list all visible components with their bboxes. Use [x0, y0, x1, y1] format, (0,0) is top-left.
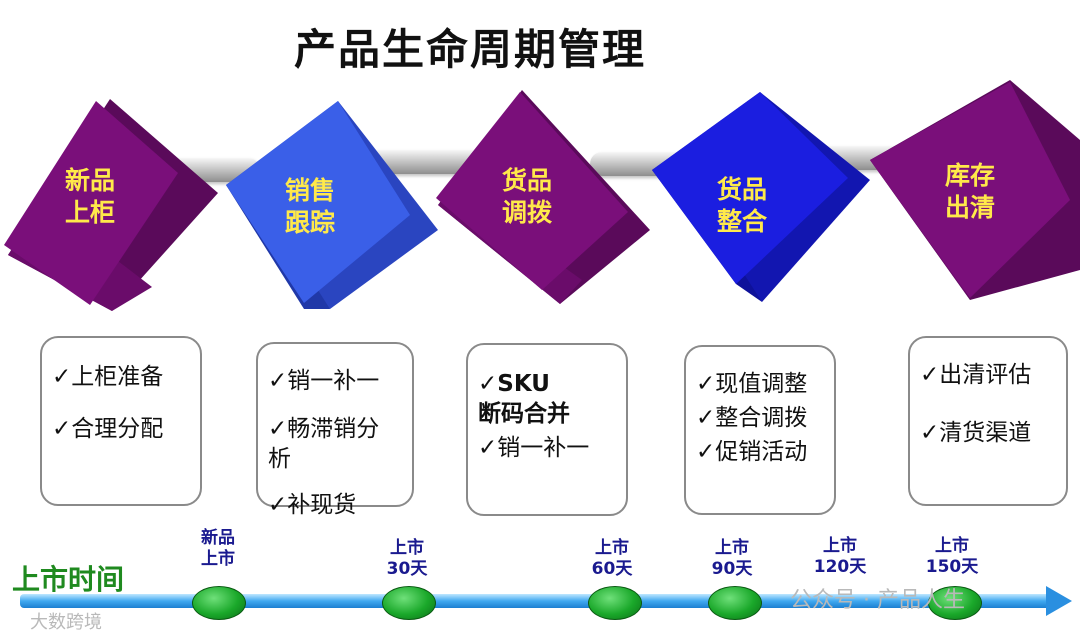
- stage-cube-sales-tracking: 销售 跟踪: [220, 95, 440, 315]
- stage-cube-new-product: 新品 上柜: [0, 95, 220, 315]
- milestone-label: 上市 30天: [386, 538, 428, 579]
- card-item: ✓SKU 断码合并: [478, 371, 570, 427]
- timeline-arrow: [20, 594, 1060, 608]
- card-item: ✓上柜准备: [52, 364, 164, 390]
- milestone-label: 上市 150天: [925, 536, 979, 577]
- stage-label: 新品 上柜: [64, 166, 115, 227]
- milestone-marker: [708, 586, 762, 620]
- milestone-label: 上市 60天: [591, 538, 633, 579]
- card-item: ✓补现货: [268, 492, 357, 518]
- milestone-marker: [588, 586, 642, 620]
- cube-shape: [226, 101, 438, 309]
- timeline-label: 上市时间: [12, 563, 125, 596]
- milestone-marker: [928, 586, 982, 620]
- card-item: ✓整合调拨: [696, 405, 808, 431]
- stage-label: 货品 调拨: [501, 166, 552, 227]
- card-item: ✓畅滞销分析: [268, 416, 380, 472]
- stage-cube-inventory-clearance: 库存 出清: [860, 80, 1080, 300]
- card-item: ✓合理分配: [52, 416, 164, 442]
- stage-card-inventory-clearance: ✓出清评估 ✓清货渠道: [908, 336, 1068, 506]
- card-item: ✓销一补一: [268, 368, 380, 394]
- milestone-label: 新品 上市: [201, 528, 235, 569]
- stage-card-goods-integration: ✓现值调整 ✓整合调拨 ✓促销活动: [684, 345, 836, 515]
- watermark-left: 大数跨境: [30, 612, 102, 633]
- stage-card-new-product: ✓上柜准备 ✓合理分配: [40, 336, 202, 506]
- stage-label: 销售 跟踪: [284, 176, 335, 237]
- milestone-label: 上市 120天: [813, 536, 867, 577]
- card-item: ✓清货渠道: [920, 420, 1032, 446]
- card-item: ✓促销活动: [696, 439, 808, 465]
- watermark-right: 公众号 · 产品人生: [790, 588, 965, 613]
- milestone-marker: [382, 586, 436, 620]
- stage-label: 货品 整合: [716, 175, 767, 236]
- stage-cube-goods-integration: 货品 整合: [652, 88, 872, 308]
- cube-shape: [4, 99, 218, 311]
- page-title: 产品生命周期管理: [293, 25, 646, 74]
- milestone-label: 上市 90天: [711, 538, 753, 579]
- cube-shape: [870, 80, 1080, 300]
- milestone-marker: [192, 586, 246, 620]
- card-item: ✓出清评估: [920, 362, 1032, 388]
- stage-cube-goods-transfer: 货品 调拨: [432, 90, 652, 310]
- stage-card-goods-transfer: ✓SKU 断码合并 ✓销一补一: [466, 343, 628, 516]
- stage-card-sales-tracking: ✓销一补一 ✓畅滞销分析 ✓补现货: [256, 342, 414, 518]
- stage-label: 库存 出清: [944, 161, 995, 222]
- cube-shape: [436, 90, 650, 304]
- cube-shape: [652, 92, 870, 302]
- card-item: ✓销一补一: [478, 435, 590, 461]
- card-item: ✓现值调整: [696, 371, 808, 397]
- timeline-arrow-head: [1046, 586, 1072, 616]
